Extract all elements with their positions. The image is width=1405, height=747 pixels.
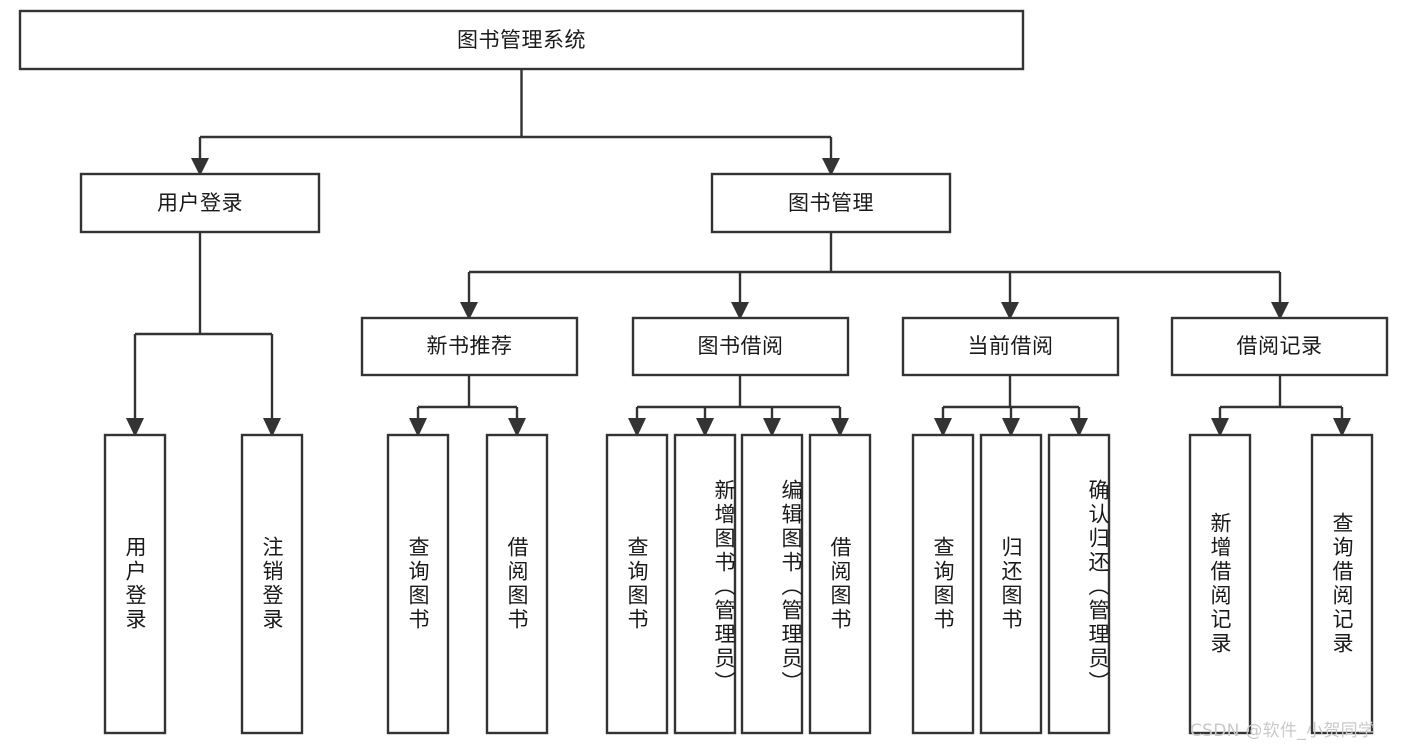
label-leaf-edit-book: 编辑图书（管理员） (779, 479, 803, 695)
connector-book-manage-to-level2 (460, 232, 1289, 320)
label-leaf-user-logout: 注销登录 (260, 536, 285, 632)
label-leaf-user-login: 用户登录 (123, 536, 148, 632)
label-leaf-query-book-1: 查询图书 (406, 536, 431, 632)
label-user-login: 用户登录 (157, 190, 243, 215)
label-leaf-query-book-2: 查询图书 (625, 536, 650, 632)
connector-user-login-to-leaves (126, 232, 281, 437)
node-leaf-borrow-book-2[interactable] (808, 433, 872, 735)
node-leaf-edit-book[interactable] (740, 433, 804, 735)
node-leaf-add-book[interactable] (673, 433, 737, 735)
node-current-borrow[interactable] (901, 316, 1120, 377)
label-leaf-borrow-book-2: 借阅图书 (828, 536, 853, 632)
label-book-manage: 图书管理 (788, 190, 874, 215)
label-current-borrow: 当前借阅 (967, 334, 1054, 358)
node-leaf-query-book-3[interactable] (911, 433, 975, 735)
label-root: 图书管理系统 (457, 27, 586, 52)
connector-book-borrow-to-leaves (628, 375, 849, 437)
connector-new-book-rec-to-leaves (409, 375, 526, 437)
node-leaf-user-login[interactable] (103, 433, 167, 735)
node-leaf-add-record[interactable] (1188, 433, 1252, 735)
node-borrow-record[interactable] (1170, 316, 1389, 377)
node-leaf-return-book[interactable] (979, 433, 1043, 735)
label-new-book-rec: 新书推荐 (426, 334, 513, 358)
csdn-watermark: CSDN @软件_小贺同学 (1190, 721, 1376, 741)
connector-current-borrow-to-leaves (934, 375, 1088, 437)
label-leaf-borrow-book-1: 借阅图书 (505, 536, 530, 632)
label-leaf-add-record: 新增借阅记录 (1208, 512, 1233, 656)
node-root[interactable] (18, 9, 1025, 71)
node-leaf-borrow-book-1[interactable] (485, 433, 549, 735)
node-leaf-query-book-1[interactable] (386, 433, 450, 735)
label-book-borrow: 图书借阅 (697, 334, 784, 358)
label-leaf-query-record: 查询借阅记录 (1330, 512, 1355, 656)
node-book-manage[interactable] (710, 172, 952, 234)
node-leaf-query-book-2[interactable] (605, 433, 669, 735)
connector-root-to-level1 (191, 69, 840, 176)
label-leaf-add-book: 新增图书（管理员） (712, 479, 736, 695)
connector-borrow-record-to-leaves (1211, 375, 1351, 437)
label-borrow-record: 借阅记录 (1236, 334, 1323, 358)
label-leaf-confirm-return: 确认归还（管理员） (1086, 479, 1110, 695)
node-leaf-user-logout[interactable] (240, 433, 304, 735)
node-user-login[interactable] (79, 172, 321, 234)
node-leaf-query-record[interactable] (1310, 433, 1374, 735)
label-leaf-return-book: 归还图书 (999, 536, 1024, 632)
label-leaf-query-book-3: 查询图书 (931, 536, 956, 632)
node-new-book-rec[interactable] (360, 316, 579, 377)
node-book-borrow[interactable] (631, 316, 850, 377)
node-leaf-confirm-return[interactable] (1047, 433, 1111, 735)
